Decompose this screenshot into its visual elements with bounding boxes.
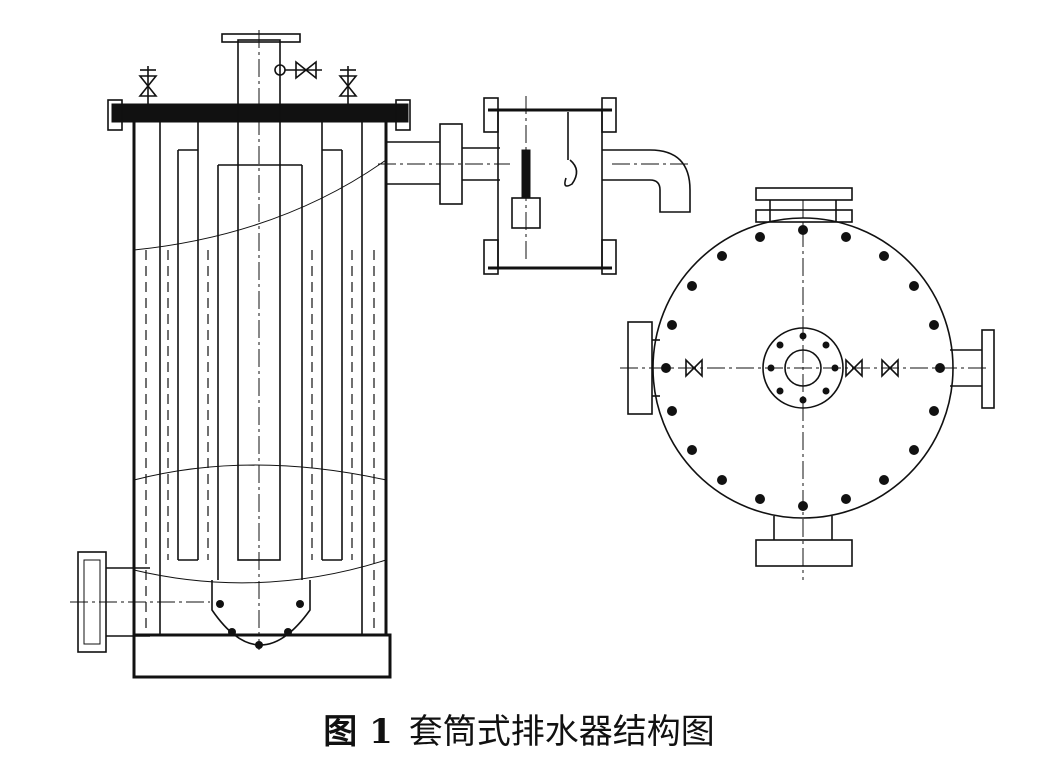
- plan-valve-left: [685, 358, 703, 378]
- float-trap-chamber: [483, 96, 691, 275]
- lever-hook: [564, 159, 578, 187]
- inner-tubes: [159, 120, 363, 635]
- plan-valve-center: [845, 358, 863, 378]
- front-elevation-view: [70, 30, 510, 679]
- float-rod: [521, 149, 531, 199]
- plan-valve-right: [881, 358, 899, 378]
- outlet-pipe: [378, 123, 510, 205]
- vent-valve-right: [338, 66, 358, 104]
- trap-flange-br: [601, 239, 617, 275]
- trap-outlet-elbow: [602, 149, 691, 213]
- plan-left-nozzle: [627, 321, 660, 415]
- hidden-tube-lines: [145, 250, 375, 635]
- top-cover-left-bolt: [107, 99, 123, 131]
- figure-title: 套筒式排水器结构图: [408, 712, 715, 752]
- trap-flange-tr: [601, 97, 617, 133]
- vent-valve-left: [138, 66, 158, 104]
- plan-top-nozzle: [755, 187, 853, 223]
- top-cover-right-bolt: [395, 99, 411, 131]
- trap-flange-bl: [483, 239, 499, 275]
- riser-top-flange: [221, 33, 301, 43]
- outer-shell: [132, 118, 388, 637]
- plan-right-nozzle: [950, 329, 995, 409]
- plan-view: [620, 187, 995, 580]
- base-plate: [132, 633, 392, 679]
- plan-center-bolts: [767, 332, 839, 404]
- figure-number: 图 1: [323, 712, 393, 752]
- bottom-sump-curve: [133, 559, 387, 584]
- inlet-pipe: [70, 551, 210, 653]
- trap-flange-tl: [483, 97, 499, 133]
- figure-caption: 图 1 套筒式排水器结构图: [0, 704, 1038, 753]
- riser-side-valve: [274, 60, 322, 80]
- upper-level-curve: [133, 159, 387, 251]
- plan-bottom-nozzle: [755, 516, 853, 567]
- lower-level-curve: [133, 464, 387, 481]
- top-cover-flange: [111, 103, 409, 123]
- collector-bolts: [216, 600, 304, 649]
